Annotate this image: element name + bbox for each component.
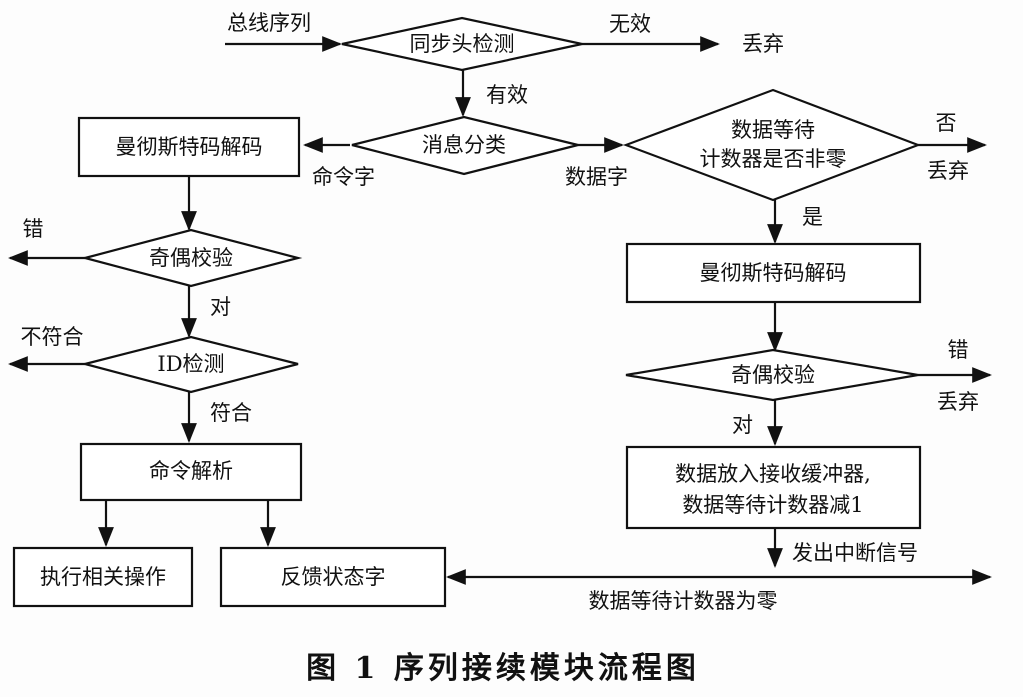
buffer-label-2: 数据等待计数器减1 bbox=[682, 493, 863, 517]
manchester-right-box bbox=[625, 242, 922, 304]
no-label: 否 bbox=[936, 111, 957, 135]
wait-counter-label-1: 数据等待 bbox=[731, 118, 815, 142]
buffer-box bbox=[625, 445, 922, 530]
id-check-diamond bbox=[80, 335, 299, 394]
exec-ops-label: 执行相关操作 bbox=[40, 565, 166, 589]
connectors bbox=[8, 36, 992, 585]
labels: 总线序列 同步头检测 无效 丢弃 有效 消息分类 命令字 数据字 曼彻斯特码解码… bbox=[21, 11, 980, 686]
interrupt-label: 发出中断信号 bbox=[792, 541, 918, 565]
correct-left-label: 对 bbox=[210, 295, 231, 319]
match-label: 符合 bbox=[210, 401, 252, 425]
discard-label-3: 丢弃 bbox=[937, 390, 979, 414]
id-check-label: ID检测 bbox=[157, 352, 224, 376]
sync-check-label: 同步头检测 bbox=[410, 32, 515, 56]
parity-right-label: 奇偶校验 bbox=[731, 363, 815, 387]
correct-right-label: 对 bbox=[732, 413, 753, 437]
parity-right-diamond bbox=[625, 348, 919, 402]
feedback-box bbox=[219, 546, 447, 608]
parity-left-label: 奇偶校验 bbox=[149, 246, 233, 270]
cmd-word-label: 命令字 bbox=[312, 165, 375, 189]
feedback-label: 反馈状态字 bbox=[281, 565, 386, 589]
manchester-left-label: 曼彻斯特码解码 bbox=[116, 135, 263, 159]
mismatch-label: 不符合 bbox=[21, 325, 84, 349]
discard-label-2: 丢弃 bbox=[927, 159, 969, 183]
cmd-parse-label: 命令解析 bbox=[149, 459, 233, 483]
yes-label: 是 bbox=[802, 205, 823, 229]
input-label: 总线序列 bbox=[227, 11, 311, 35]
cmd-parse-box bbox=[79, 442, 303, 502]
shapes bbox=[12, 16, 922, 608]
data-word-label: 数据字 bbox=[565, 165, 628, 189]
invalid-label: 无效 bbox=[609, 12, 651, 36]
error-right-label: 错 bbox=[948, 338, 969, 362]
manchester-left-box bbox=[77, 116, 301, 178]
valid-label: 有效 bbox=[486, 83, 528, 107]
msg-classify-label: 消息分类 bbox=[422, 133, 506, 157]
parity-left-diamond bbox=[80, 228, 303, 288]
error-left-label: 错 bbox=[23, 217, 44, 241]
discard-label-1: 丢弃 bbox=[742, 32, 784, 56]
buffer-label-1: 数据放入接收缓冲器, bbox=[675, 462, 871, 486]
wait-counter-diamond bbox=[622, 88, 922, 202]
wait-counter-label-2: 计数器是否非零 bbox=[700, 147, 847, 171]
counter-zero-label: 数据等待计数器为零 bbox=[589, 589, 778, 613]
msg-classify-diamond bbox=[351, 115, 579, 176]
sync-check-diamond bbox=[341, 16, 583, 72]
manchester-right-label: 曼彻斯特码解码 bbox=[700, 261, 847, 285]
exec-ops-box bbox=[12, 546, 194, 608]
figure-caption: 图 1 序列接续模块流程图 bbox=[306, 651, 700, 686]
